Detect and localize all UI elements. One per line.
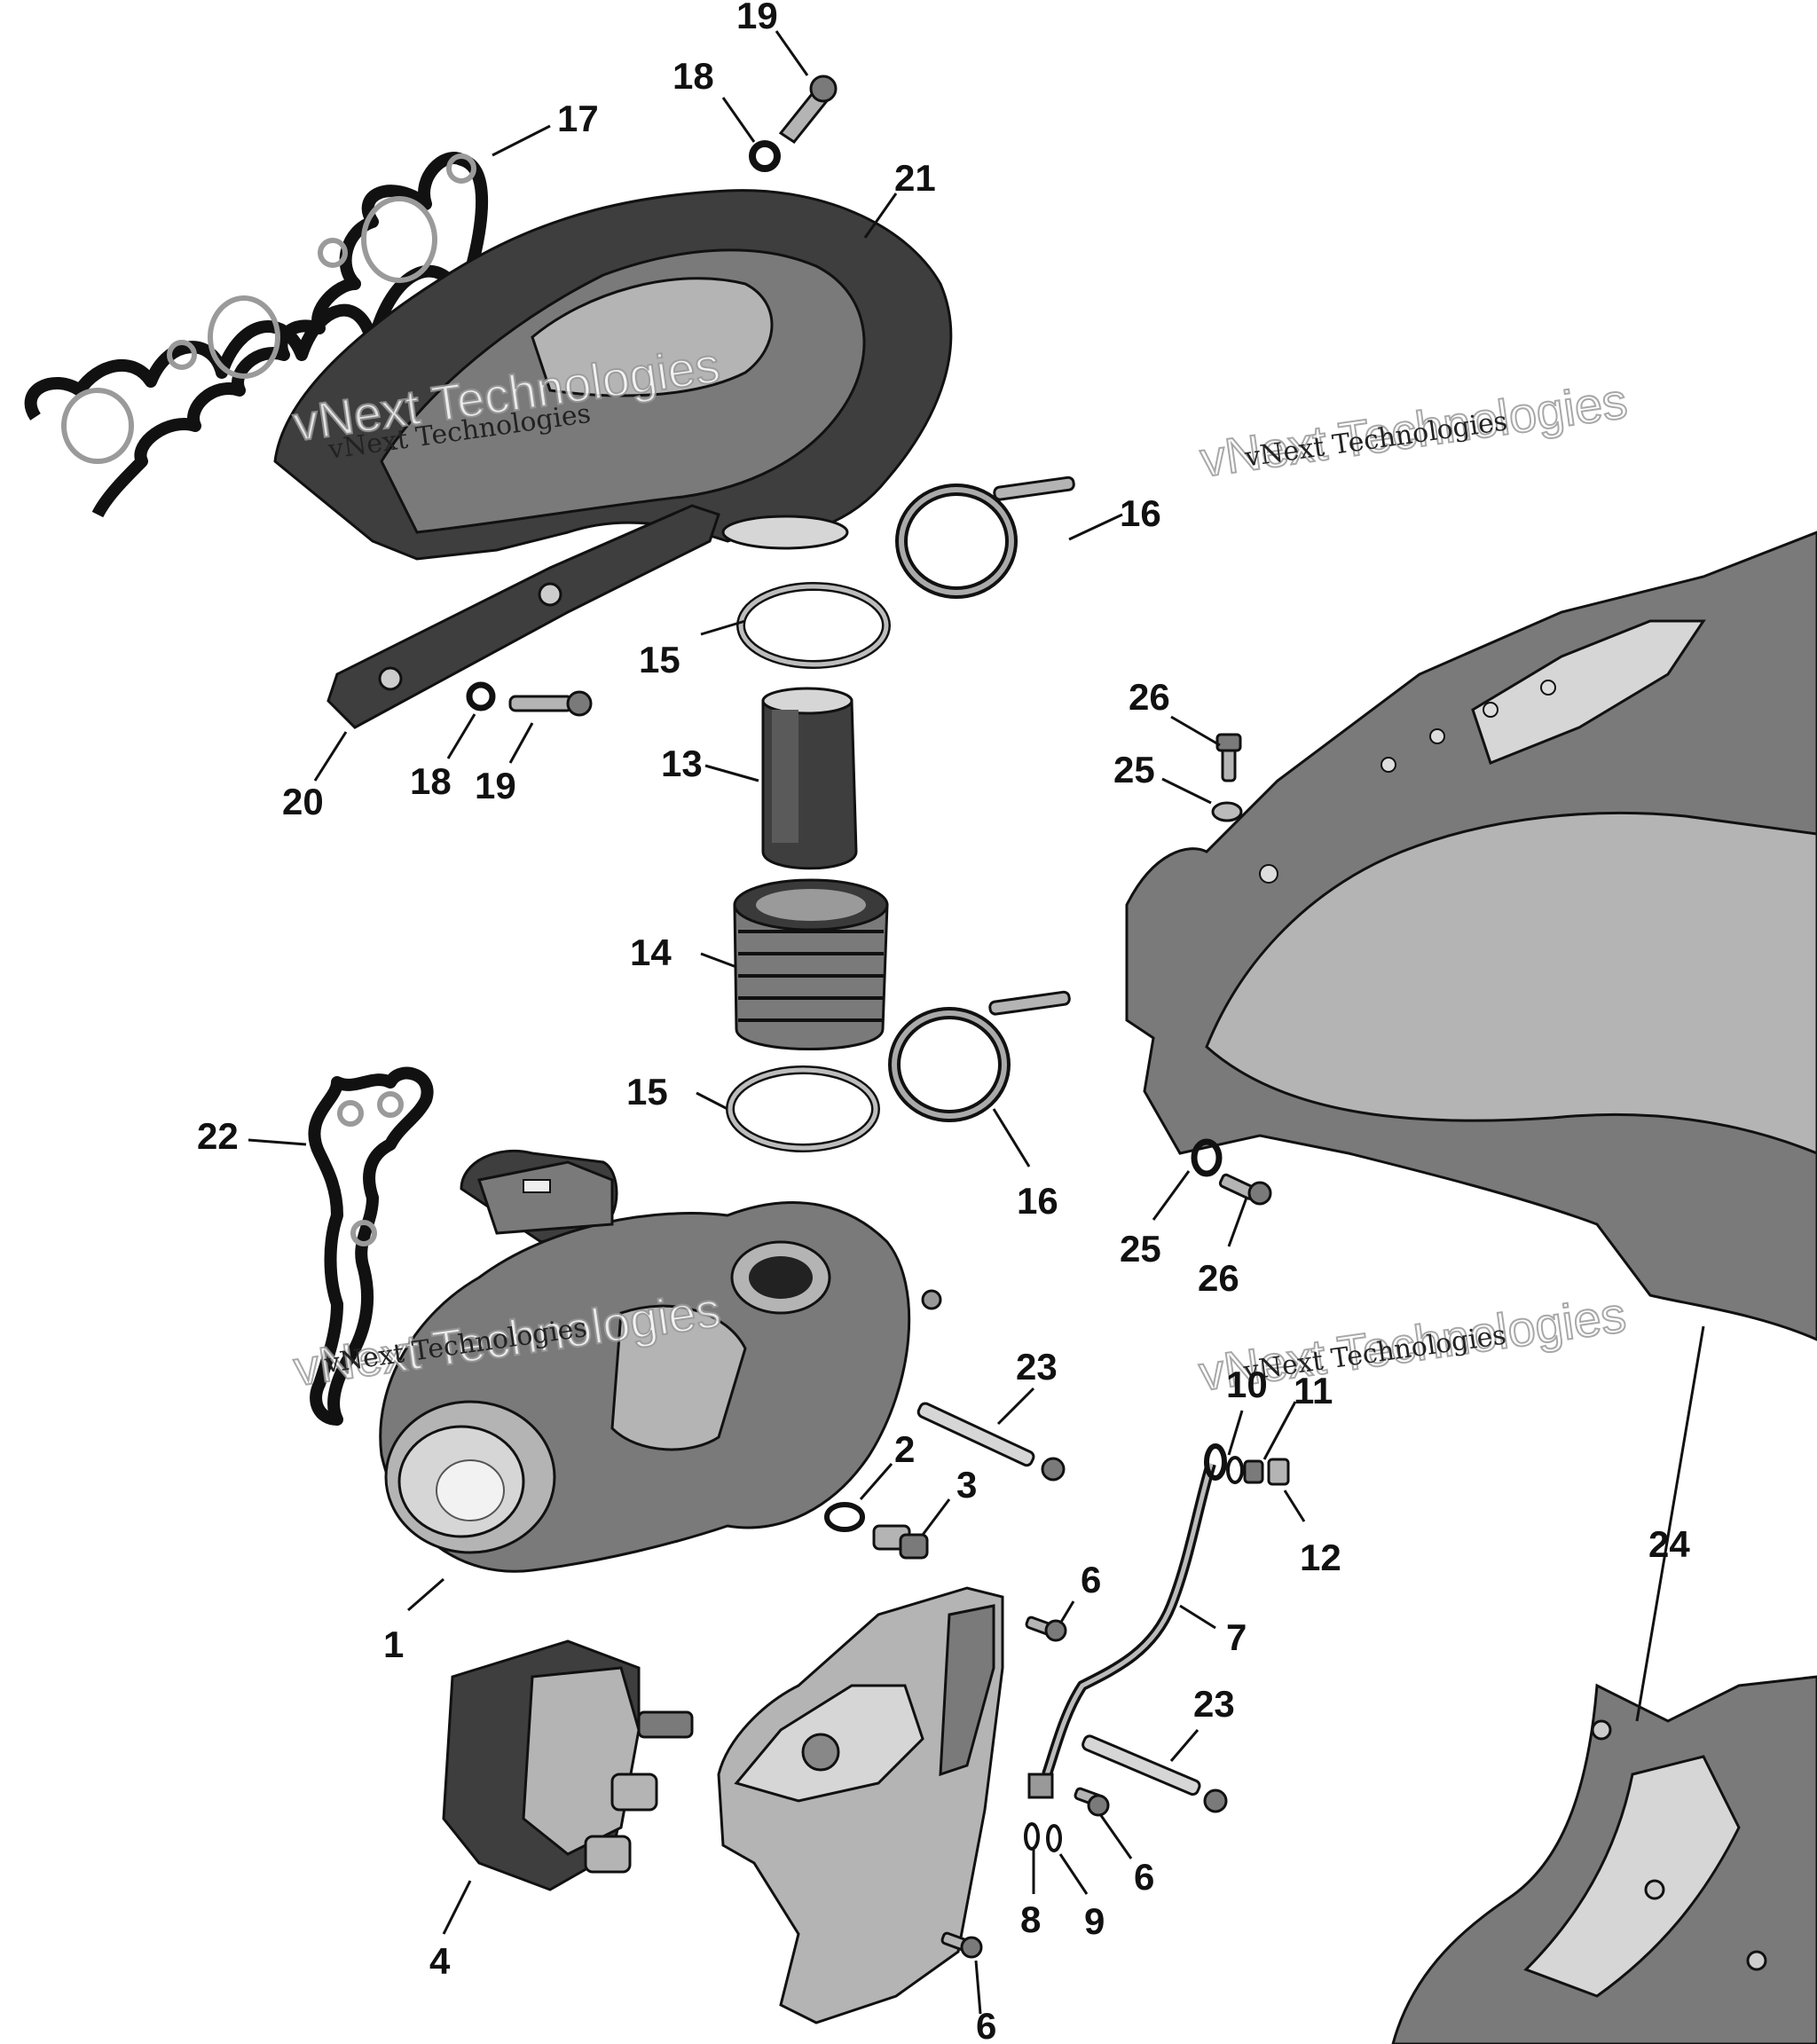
callout-22: 22 bbox=[197, 1115, 239, 1157]
fitting-12 bbox=[1267, 1458, 1290, 1486]
bolt-6-b bbox=[1074, 1787, 1110, 1817]
washer-18-upper bbox=[749, 140, 781, 172]
stud-23-lower bbox=[1082, 1734, 1228, 1813]
callout-25b: 25 bbox=[1120, 1228, 1161, 1270]
callout-6b: 6 bbox=[1134, 1856, 1154, 1898]
callout-20: 20 bbox=[282, 781, 324, 822]
callout-11: 11 bbox=[1294, 1370, 1333, 1411]
exhaust-sleeve bbox=[761, 687, 858, 870]
callout-9: 9 bbox=[1084, 1900, 1105, 1942]
callout-1: 1 bbox=[383, 1623, 404, 1665]
exhaust-bellows bbox=[733, 878, 889, 1050]
bolt-19-lower bbox=[508, 690, 593, 717]
fitting-11 bbox=[1243, 1459, 1264, 1484]
callout-4: 4 bbox=[429, 1940, 451, 1982]
bolt-6-a bbox=[1025, 1616, 1067, 1642]
callout-19: 19 bbox=[736, 0, 778, 36]
seal-ring-upper bbox=[736, 582, 891, 669]
turbo-support-bracket bbox=[717, 1586, 1004, 2024]
washer-18-lower bbox=[466, 681, 496, 711]
turbo-gasket bbox=[308, 1066, 434, 1426]
callout-2: 2 bbox=[894, 1428, 915, 1470]
turbo-actuator bbox=[442, 1639, 694, 1891]
callout-6: 6 bbox=[1081, 1559, 1101, 1600]
callout-26b: 26 bbox=[1198, 1257, 1239, 1299]
seal-10 bbox=[1226, 1456, 1244, 1484]
seal-9 bbox=[1046, 1824, 1062, 1852]
callout-15: 15 bbox=[639, 639, 680, 680]
callout-16b: 16 bbox=[1017, 1180, 1058, 1222]
callout-16: 16 bbox=[1120, 492, 1161, 534]
watermark-top-right: vNext Technologies vNext Technologies bbox=[1196, 372, 1632, 489]
callout-14: 14 bbox=[630, 932, 672, 973]
callout-23b: 23 bbox=[1193, 1683, 1235, 1725]
callout-labels: 19 18 17 21 16 15 13 14 15 16 20 18 19 2… bbox=[197, 0, 1690, 2044]
turbocharger bbox=[379, 1149, 942, 1573]
plug-3 bbox=[872, 1524, 929, 1560]
callout-3: 3 bbox=[956, 1464, 977, 1505]
exhaust-manifold bbox=[273, 189, 953, 561]
seal-ring-lower bbox=[726, 1065, 880, 1152]
callout-23: 23 bbox=[1016, 1346, 1058, 1388]
oil-return-line bbox=[1027, 1443, 1227, 1799]
bolt-26-upper bbox=[1215, 733, 1242, 782]
leader-lines bbox=[248, 30, 1705, 2015]
callout-19b: 19 bbox=[475, 765, 516, 806]
v-band-clamp-lower bbox=[888, 990, 1071, 1122]
v-band-clamp-upper bbox=[895, 476, 1075, 599]
callout-15b: 15 bbox=[626, 1071, 668, 1112]
exhaust-manifold-gasket bbox=[24, 152, 489, 518]
callout-17: 17 bbox=[557, 98, 599, 139]
callout-25: 25 bbox=[1113, 749, 1155, 790]
seal-8 bbox=[1024, 1822, 1040, 1851]
callout-12: 12 bbox=[1300, 1537, 1341, 1578]
bolt-6-c bbox=[940, 1931, 983, 1959]
callout-21: 21 bbox=[894, 157, 936, 199]
washer-25-upper bbox=[1211, 801, 1243, 822]
callout-18b: 18 bbox=[410, 760, 452, 802]
callout-26: 26 bbox=[1129, 676, 1170, 718]
manifold-heat-shield-strip bbox=[326, 504, 720, 729]
bolt-19-upper bbox=[778, 75, 838, 145]
o-ring-2 bbox=[824, 1502, 865, 1532]
callout-7: 7 bbox=[1226, 1616, 1247, 1658]
callout-24: 24 bbox=[1648, 1523, 1690, 1565]
washer-25-lower bbox=[1191, 1138, 1223, 1177]
stud-23-upper bbox=[916, 1402, 1066, 1482]
callout-10: 10 bbox=[1226, 1364, 1268, 1405]
callout-18: 18 bbox=[673, 55, 714, 97]
turbo-heat-shield bbox=[1125, 531, 1817, 1341]
lower-heat-shield bbox=[1391, 1675, 1817, 2044]
callout-6c: 6 bbox=[976, 2005, 996, 2044]
bolt-26-lower bbox=[1218, 1173, 1272, 1206]
callout-13: 13 bbox=[661, 743, 703, 784]
callout-8: 8 bbox=[1020, 1899, 1041, 1940]
